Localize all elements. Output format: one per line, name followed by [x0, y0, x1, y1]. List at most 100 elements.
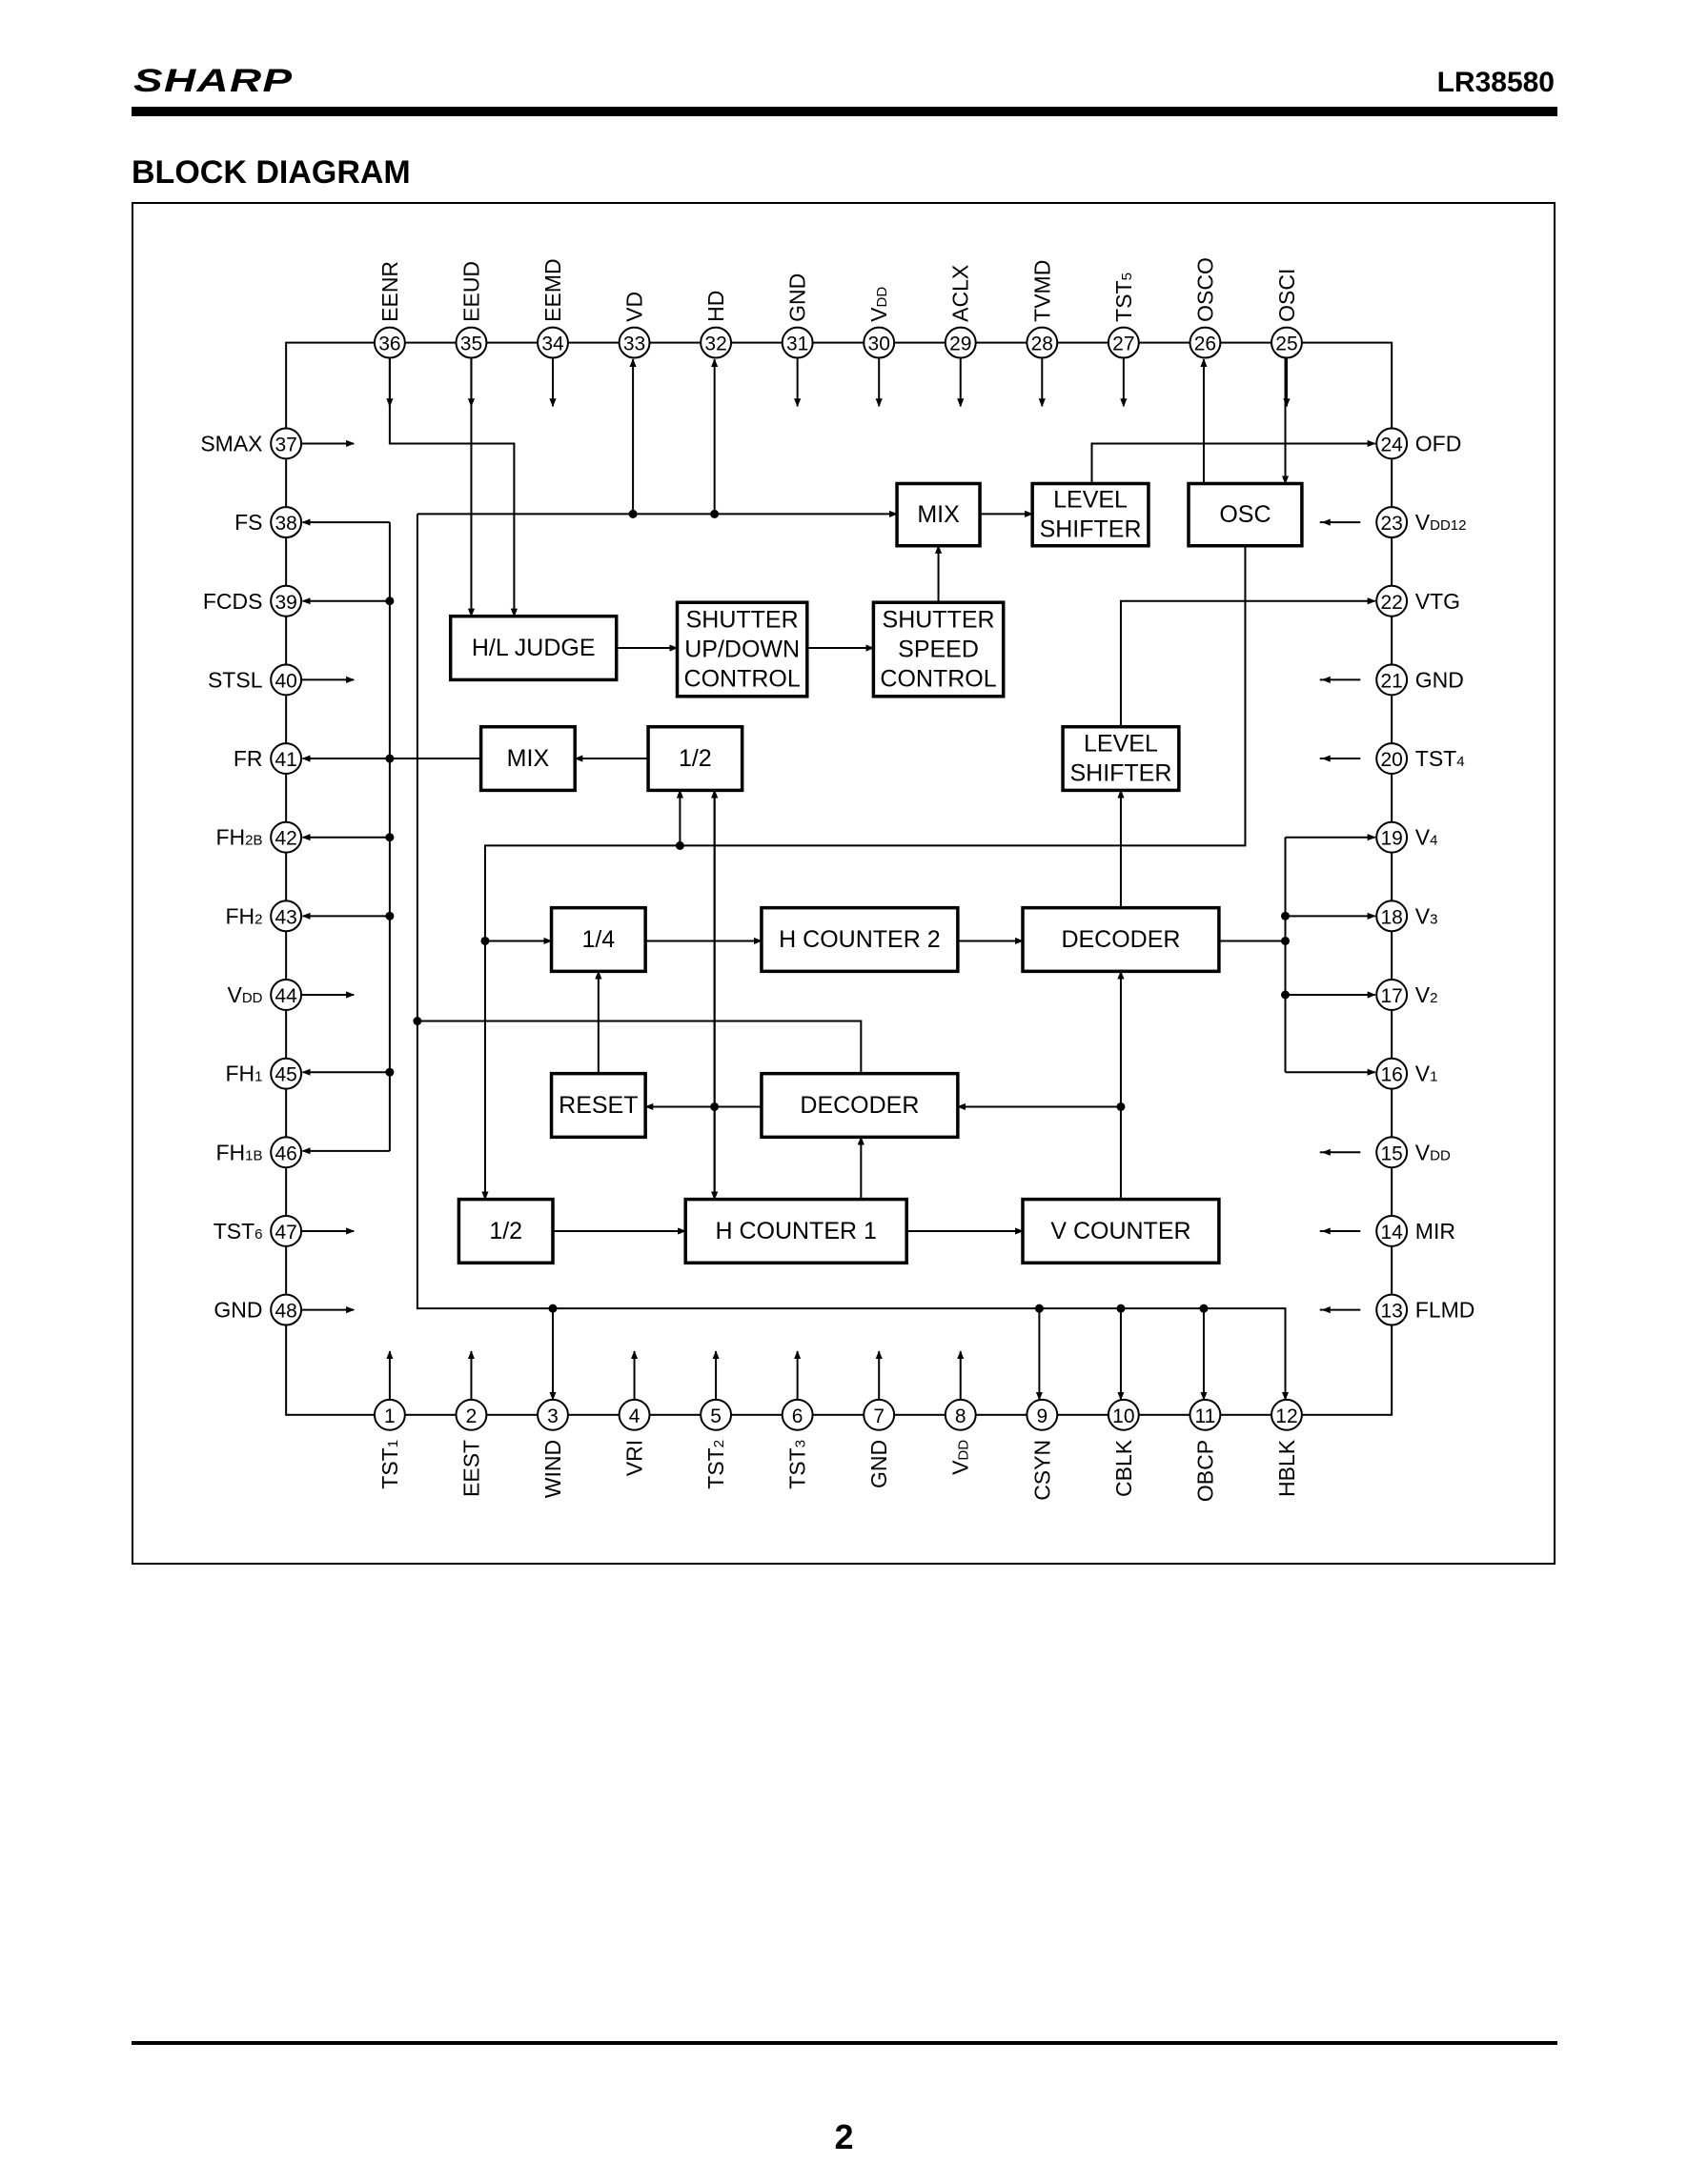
junction-dot: [385, 833, 395, 842]
block-label: CONTROL: [880, 666, 996, 693]
pin-31: [781, 326, 814, 359]
pin-label: OSCI: [1274, 269, 1299, 322]
junction-dot: [710, 1102, 720, 1111]
junction-dot: [675, 840, 684, 850]
pin-number: 3: [547, 1405, 559, 1427]
pin-number: 44: [275, 985, 297, 1007]
junction-dot: [548, 1304, 558, 1313]
section-title: BLOCK DIAGRAM: [132, 154, 411, 191]
pin-number: 42: [275, 828, 296, 850]
block-label: LEVEL: [1084, 731, 1158, 758]
pin-number: 4: [629, 1405, 641, 1427]
block-label: OSC: [1219, 501, 1271, 528]
pin-label: FR: [234, 746, 263, 771]
pin-39: [270, 584, 303, 617]
header-rule: [132, 107, 1557, 116]
pin-label: ACLX: [948, 265, 973, 322]
pin-14: [1375, 1215, 1409, 1247]
chip-outline: [285, 341, 1393, 1416]
block-label: 1/2: [679, 745, 712, 772]
pin-22: [1375, 584, 1409, 617]
pin-number: 22: [1380, 592, 1402, 614]
pin-4: [618, 1398, 651, 1431]
junction-dot: [1281, 990, 1290, 1000]
block-level-shifter-top: [1030, 481, 1150, 548]
pin-17: [1375, 979, 1409, 1011]
pin-number: 31: [786, 334, 808, 355]
pin-21: [1375, 663, 1409, 697]
pin-label: EEMD: [540, 258, 565, 321]
wire: [1119, 597, 1376, 727]
pin-number: 12: [1275, 1405, 1297, 1427]
pin-label: GND: [866, 1440, 891, 1488]
pin-label: FH1: [225, 1062, 262, 1086]
block-half-top: [646, 724, 744, 793]
pin-32: [700, 326, 733, 359]
block-label: SPEED: [898, 637, 979, 663]
block-label: SHIFTER: [1040, 516, 1142, 543]
pin-label: FH1B: [215, 1140, 262, 1164]
pin-37: [270, 427, 303, 460]
chip-outline: [285, 341, 1393, 1416]
pin-33: [618, 326, 651, 359]
pin-label: EEST: [458, 1440, 483, 1497]
pin-47: [270, 1215, 303, 1247]
pin-number: 6: [792, 1405, 803, 1427]
pin-number: 19: [1380, 828, 1402, 850]
block-label: RESET: [559, 1092, 638, 1119]
pin-label: GND: [214, 1298, 262, 1323]
block-label: 1/4: [581, 926, 615, 953]
block-label: 1/2: [489, 1218, 522, 1244]
pin-number: 36: [378, 334, 400, 355]
pin-12: [1271, 1398, 1303, 1431]
pin-number: 35: [460, 334, 482, 355]
block-mix-top: [895, 481, 982, 548]
junction-dot: [1116, 1304, 1126, 1313]
wire: [481, 545, 1247, 1201]
pin-number: 9: [1036, 1405, 1047, 1427]
pin-label: HBLK: [1274, 1439, 1299, 1497]
pin-41: [270, 742, 303, 775]
block-label: SHUTTER: [686, 607, 799, 634]
wire: [417, 1020, 863, 1074]
pin-number: 17: [1380, 985, 1402, 1007]
pin-label: V3: [1415, 903, 1438, 928]
block-label: H COUNTER 2: [779, 926, 940, 953]
pin-number: 29: [949, 334, 971, 355]
pin-label: CBLK: [1111, 1439, 1136, 1497]
pin-1: [373, 1398, 406, 1431]
block-label: DECODER: [800, 1092, 919, 1119]
pin-20: [1375, 742, 1409, 775]
pin-label: FCDS: [203, 589, 263, 614]
pin-label: HD: [703, 291, 728, 322]
pin-40: [270, 663, 303, 697]
block-level-shifter-mid: [1061, 724, 1181, 793]
pin-label: CSYN: [1029, 1440, 1054, 1501]
wire: [1090, 439, 1376, 484]
pin-13: [1375, 1293, 1409, 1326]
pin-number: 16: [1380, 1064, 1402, 1086]
block-label: CONTROL: [684, 666, 801, 693]
pin-label: V2: [1415, 982, 1438, 1007]
junction-dot: [1199, 1304, 1209, 1313]
pin-number: 21: [1380, 670, 1402, 692]
pin-label: EENR: [377, 261, 402, 322]
pin-34: [537, 326, 569, 359]
junction-dot: [1034, 1304, 1044, 1313]
pin-5: [700, 1398, 733, 1431]
block-hl-judge: [448, 614, 619, 682]
pin-label: TST2: [703, 1440, 728, 1489]
pin-number: 41: [275, 749, 296, 771]
pin-8: [944, 1398, 977, 1431]
brand-logo: SHARP: [133, 63, 294, 99]
pin-number: 27: [1112, 334, 1134, 355]
block-label: V COUNTER: [1050, 1218, 1190, 1244]
pin-36: [373, 326, 406, 359]
junction-dot: [628, 509, 638, 518]
pin-number: 38: [275, 513, 296, 535]
wire: [416, 514, 1290, 1401]
pin-label: VTG: [1415, 589, 1460, 614]
pin-label: TVMD: [1029, 260, 1054, 322]
pin-label: TST6: [214, 1219, 263, 1244]
